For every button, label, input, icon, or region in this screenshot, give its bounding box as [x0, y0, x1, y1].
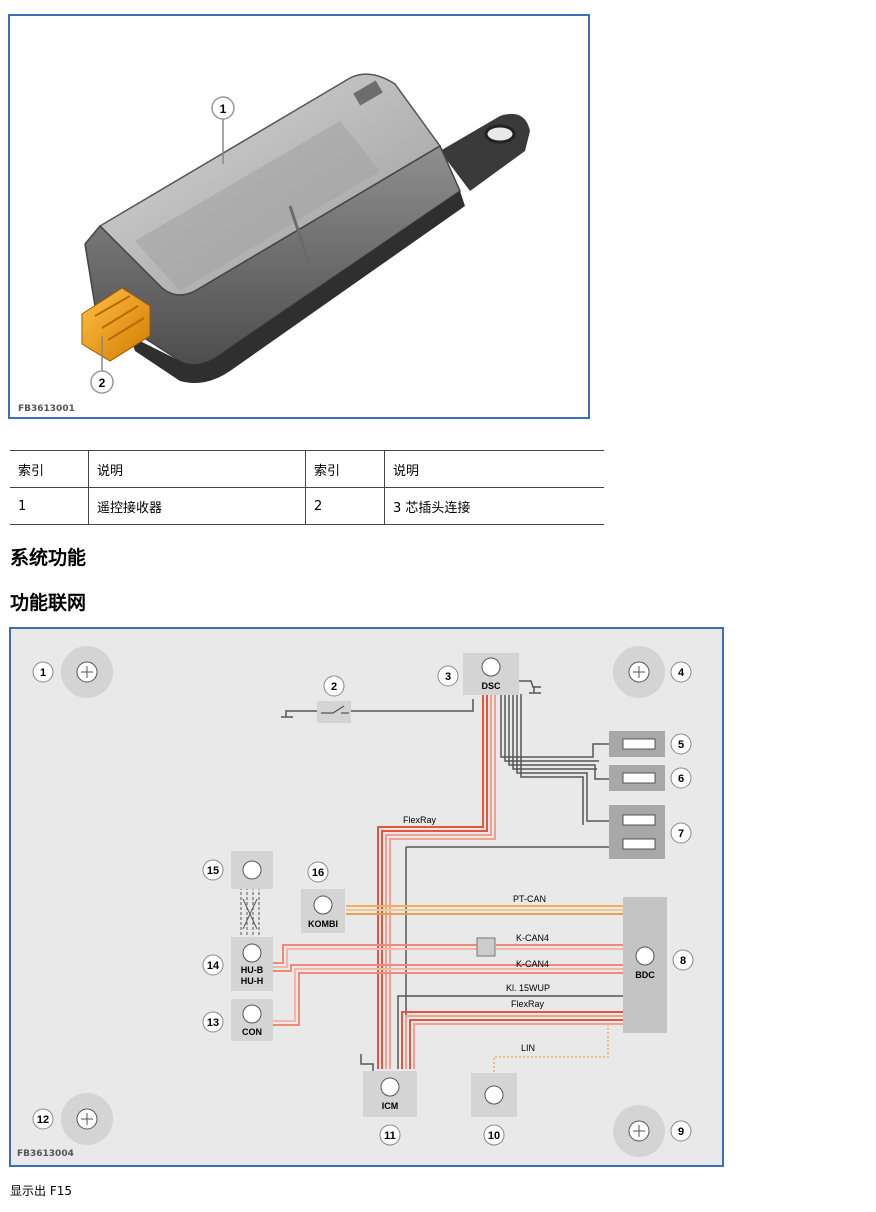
pt-can-line — [346, 905, 623, 915]
svg-text:14: 14 — [207, 960, 220, 972]
lin-label: LIN — [521, 1043, 535, 1053]
svg-text:11: 11 — [384, 1130, 396, 1142]
icm-ground — [360, 1054, 374, 1074]
pt-can-label: PT-CAN — [513, 894, 546, 904]
callout-14: 14 — [202, 954, 224, 976]
k-can4-a-line — [273, 944, 623, 968]
table-cell: 1 — [10, 487, 89, 525]
module-bdc: BDC — [623, 897, 667, 1033]
switch-line — [281, 699, 474, 718]
sensor-6 — [609, 765, 665, 791]
callout-5: 5 — [670, 733, 692, 755]
flexray-top-label: FlexRay — [403, 815, 437, 825]
sensor-1 — [61, 646, 113, 698]
svg-text:1: 1 — [220, 102, 227, 116]
svg-text:2: 2 — [99, 376, 106, 390]
svg-text:BDC: BDC — [635, 970, 655, 980]
svg-text:CON: CON — [242, 1027, 262, 1037]
svg-text:KOMBI: KOMBI — [308, 919, 338, 929]
table-header: 说明 — [88, 450, 306, 488]
callout-10: 10 — [483, 1124, 505, 1146]
k-can4-b-label: K-CAN4 — [516, 959, 549, 969]
k-can-connector — [476, 937, 496, 957]
network-diagram-svg: FlexRay PT-CAN K-CAN4 K-CAN4 Kl. 15WUP — [32, 646, 694, 1157]
table-row: 1 遥控接收器 2 3 芯插头连接 — [10, 487, 604, 525]
flexray-bottom-label: FlexRay — [511, 999, 545, 1009]
callout-9: 9 — [670, 1120, 692, 1142]
svg-text:7: 7 — [678, 828, 684, 840]
svg-text:HU-H: HU-H — [241, 976, 264, 986]
receiver-figure: 1 2 FB3613001 — [8, 14, 590, 419]
kl15wup-line — [397, 995, 623, 1069]
callout-2: 2 — [90, 370, 114, 394]
svg-text:DSC: DSC — [481, 681, 501, 691]
sensor-5 — [609, 731, 665, 757]
table-header: 索引 — [10, 450, 89, 488]
kl15wup-label: Kl. 15WUP — [506, 983, 550, 993]
table-header-row: 索引 说明 索引 说明 — [10, 450, 604, 488]
svg-text:8: 8 — [680, 955, 686, 967]
callout-15: 15 — [202, 859, 224, 881]
svg-text:5: 5 — [678, 739, 684, 751]
callout-7: 7 — [670, 822, 692, 844]
table-header: 说明 — [384, 450, 604, 488]
callout-4: 4 — [670, 661, 692, 683]
dsc-ground — [518, 680, 541, 694]
svg-text:HU-B: HU-B — [241, 965, 264, 975]
table-header: 索引 — [305, 450, 385, 488]
svg-text:3: 3 — [445, 671, 451, 683]
callout-2: 2 — [323, 675, 345, 697]
sensor-12 — [61, 1093, 113, 1145]
table-cell: 遥控接收器 — [88, 487, 306, 525]
section-heading-system-function: 系统功能 — [10, 547, 87, 569]
callout-13: 13 — [202, 1011, 224, 1033]
module-con: CON — [231, 999, 273, 1041]
svg-text:16: 16 — [312, 867, 324, 879]
sensor-7 — [609, 805, 665, 859]
flexray-bottom — [401, 1011, 623, 1069]
callout-11: 11 — [379, 1124, 401, 1146]
callout-16: 16 — [307, 861, 329, 883]
section-heading-networking: 功能联网 — [10, 592, 87, 614]
svg-text:6: 6 — [678, 773, 684, 785]
lin-line — [493, 1024, 609, 1074]
callout-1: 1 — [211, 96, 235, 120]
module-kombi: KOMBI — [301, 889, 345, 933]
svg-text:9: 9 — [678, 1126, 684, 1138]
module-hu: HU-B HU-H — [231, 937, 273, 991]
svg-text:10: 10 — [488, 1130, 500, 1142]
k-can4-b-line — [273, 964, 623, 1026]
svg-text:13: 13 — [207, 1017, 219, 1029]
module-15 — [231, 851, 273, 889]
svg-text:4: 4 — [678, 667, 685, 679]
network-diagram: FlexRay PT-CAN K-CAN4 K-CAN4 Kl. 15WUP — [9, 627, 724, 1167]
module-dsc: DSC — [463, 653, 519, 695]
figure-caption: 显示出 F15 — [10, 1184, 72, 1198]
callout-8: 8 — [672, 949, 694, 971]
svg-text:12: 12 — [37, 1114, 49, 1126]
module-10 — [471, 1073, 517, 1117]
diagram-callouts: 1 2 3 4 5 6 7 8 9 10 11 12 13 14 15 16 — [32, 661, 694, 1146]
figure-code: FB3613001 — [18, 404, 75, 414]
svg-text:2: 2 — [331, 681, 337, 693]
svg-text:1: 1 — [40, 667, 46, 679]
receiver-illustration: 1 2 — [81, 73, 530, 394]
figure-code: FB3613004 — [17, 1149, 74, 1159]
sensor-lines — [405, 694, 617, 1059]
callout-3: 3 — [437, 665, 459, 687]
callout-12: 12 — [32, 1108, 54, 1130]
table-cell: 2 — [305, 487, 385, 525]
sensor-9 — [613, 1105, 665, 1157]
table-cell: 3 芯插头连接 — [384, 487, 604, 525]
sensor-15-lines — [240, 887, 260, 939]
callout-6: 6 — [670, 767, 692, 789]
svg-text:15: 15 — [207, 865, 219, 877]
module-icm: ICM — [363, 1071, 417, 1117]
callout-1: 1 — [32, 661, 54, 683]
sensor-4 — [613, 646, 665, 698]
legend-table: 索引 说明 索引 说明 1 遥控接收器 2 3 芯插头连接 — [10, 450, 604, 525]
k-can4-a-label: K-CAN4 — [516, 933, 549, 943]
svg-text:ICM: ICM — [382, 1101, 399, 1111]
